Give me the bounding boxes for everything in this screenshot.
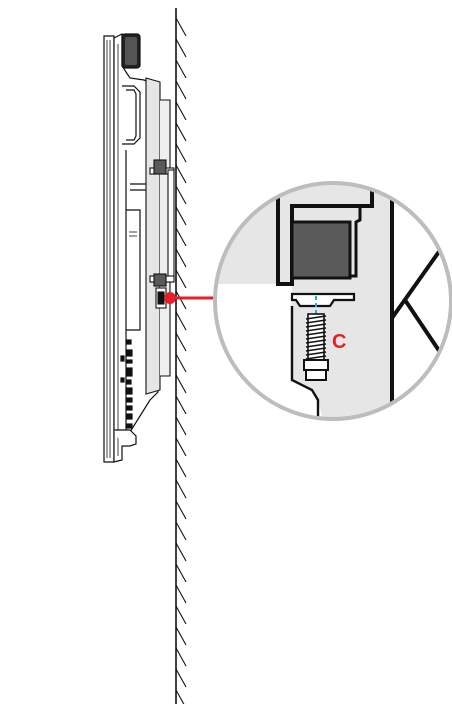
- hatch-line: [175, 269, 187, 289]
- thread-line: [305, 319, 327, 324]
- callout-pointer: [164, 292, 214, 304]
- thread-line: [305, 323, 327, 328]
- hatch-line: [175, 38, 187, 58]
- hatch-line: [175, 248, 187, 268]
- hatch-line: [175, 626, 187, 646]
- hatch-line: [175, 122, 187, 142]
- hatch-line: [175, 227, 187, 247]
- thread-line: [305, 351, 327, 356]
- hatch-line: [175, 17, 187, 37]
- hatch-line: [175, 395, 187, 415]
- wall-hatching: [175, 17, 187, 704]
- hatch-line: [175, 332, 187, 352]
- hatch-line: [175, 311, 187, 331]
- wall-mount-plate: [145, 77, 175, 395]
- hatch-line: [175, 479, 187, 499]
- thread-line: [305, 315, 327, 320]
- hatch-line: [175, 59, 187, 79]
- thread-line: [305, 339, 327, 344]
- hatch-line: [175, 584, 187, 604]
- hatch-line: [175, 500, 187, 520]
- hatch-line: [175, 689, 185, 704]
- hatch-line: [175, 605, 187, 625]
- hatch-line: [175, 563, 187, 583]
- magnifier-detail: [213, 181, 452, 421]
- callout-label: C: [332, 331, 346, 353]
- hatch-line: [175, 374, 187, 394]
- thread-line: [305, 331, 327, 336]
- hatch-line: [175, 437, 187, 457]
- hatch-line: [175, 101, 187, 121]
- hatch-line: [175, 353, 187, 373]
- wall: [175, 8, 187, 704]
- thread-line: [305, 347, 327, 352]
- screw: [303, 313, 329, 381]
- hatch-line: [175, 647, 187, 667]
- hatch-line: [175, 521, 187, 541]
- thread-line: [305, 335, 327, 340]
- thread-line: [305, 355, 327, 360]
- hatch-line: [175, 416, 187, 436]
- hatch-line: [175, 458, 187, 478]
- hatch-line: [175, 80, 187, 100]
- hatch-line: [175, 185, 187, 205]
- thread-line: [305, 327, 327, 332]
- hatch-line: [175, 290, 187, 310]
- thread-line: [305, 343, 327, 348]
- hatch-line: [175, 143, 187, 163]
- hatch-line: [175, 542, 187, 562]
- hatch-line: [175, 206, 187, 226]
- hatch-line: [175, 164, 187, 184]
- hatch-line: [175, 668, 187, 688]
